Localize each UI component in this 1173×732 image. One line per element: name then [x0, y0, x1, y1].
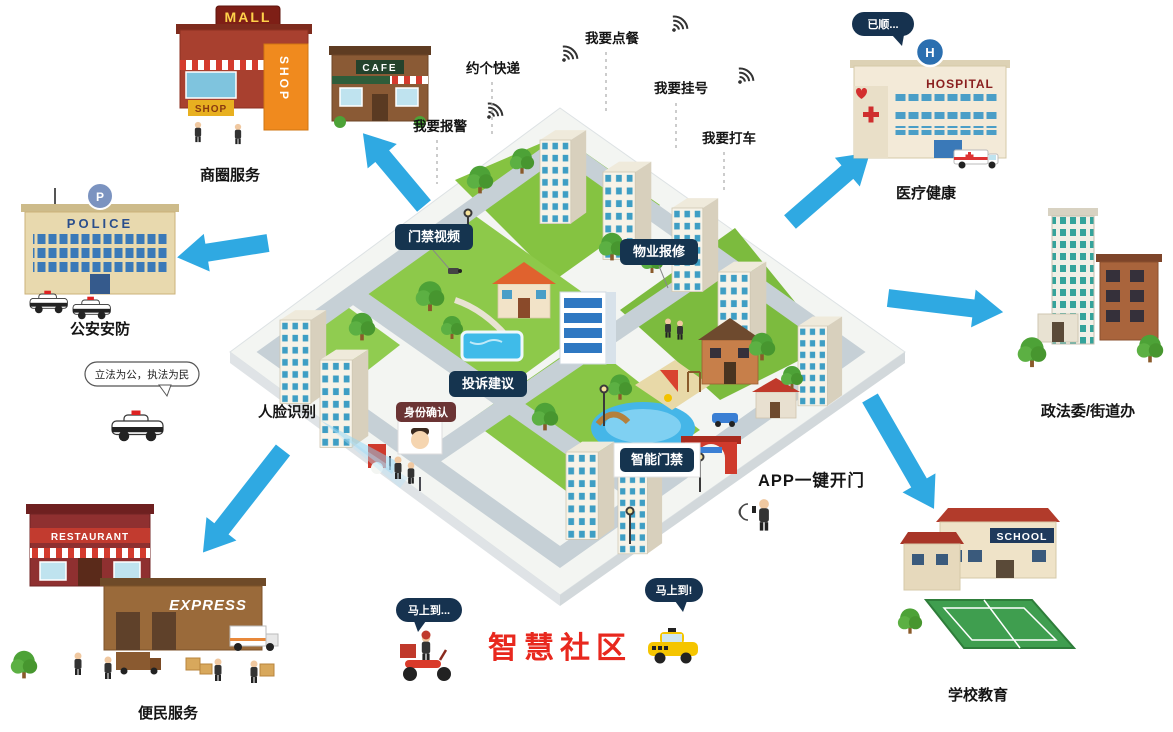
hospital-sign: HOSPITAL [926, 77, 994, 91]
worker [104, 656, 112, 679]
taxi-car [648, 628, 698, 664]
arrow-to-police [177, 233, 270, 272]
police-helipad-letter: P [96, 190, 104, 204]
express-sign: EXPRESS [169, 597, 247, 614]
label-services: 便民服务 [138, 704, 199, 722]
tag-app-open-door: APP一键开门 [758, 470, 865, 490]
tag-complaint: 投诉建议 [449, 371, 527, 397]
svg-text:马上到!: 马上到! [656, 583, 693, 597]
request-alarm: 我要报警 [413, 118, 467, 134]
arrow-to-services [202, 444, 291, 553]
svg-text:门禁视频: 门禁视频 [408, 229, 460, 244]
tag-face-recognition: 人脸识别 [258, 403, 316, 421]
cctv-camera-icon [448, 268, 462, 274]
request-food: 我要点餐 [585, 30, 639, 46]
feature-tags: 门禁视频 物业报修 投诉建议 身份确认 智能门禁 人脸识别 APP一键开门 [258, 224, 865, 490]
svg-text:智能门禁: 智能门禁 [631, 452, 683, 467]
delivery-truck-brown [116, 652, 161, 675]
label-mall: 商圈服务 [200, 166, 261, 184]
hospital: H HOSPITAL [850, 36, 1010, 169]
face-scan-beam [320, 420, 408, 488]
resident-with-phone [738, 499, 769, 531]
svg-text:投诉建议: 投诉建议 [462, 376, 515, 391]
label-school: 学校教育 [948, 686, 1008, 704]
tag-identity: 身份确认 [396, 402, 456, 455]
label-hospital: 医疗健康 [896, 184, 957, 202]
police-station: P POLICE [21, 182, 179, 320]
svg-text:已顺...: 已顺... [867, 17, 898, 31]
tag-smart-access: 智能门禁 [613, 442, 701, 478]
request-courier: 约个快递 [466, 60, 520, 76]
house-brown [698, 318, 762, 385]
delivery-scooter [400, 630, 451, 681]
tag-property-repair: 物业报修 [620, 239, 698, 265]
services-complex: RESTAURANT EXPRESS [10, 504, 279, 683]
heart-icon [856, 88, 867, 99]
svg-text:马上到...: 马上到... [408, 603, 450, 617]
patrol-police-car [111, 409, 164, 442]
tennis-court [923, 599, 1077, 649]
request-labels: 约个快递 我要点餐 我要挂号 我要打车 我要报警 [413, 12, 757, 190]
mall-sign: MALL [225, 9, 272, 25]
svg-text:立法为公，执法为民: 立法为公，执法为民 [95, 368, 190, 381]
wifi-icon [479, 99, 506, 126]
shopper [234, 123, 242, 145]
taxi-bubble: 马上到! [645, 578, 703, 612]
cafe-building: CAFE [329, 46, 431, 128]
building-blue-glass [559, 291, 616, 365]
police-sign: POLICE [67, 216, 133, 231]
community-map [229, 107, 906, 606]
house-red-roof [492, 262, 556, 319]
label-government: 政法委/街道办 [1041, 402, 1135, 420]
shopper [194, 121, 202, 143]
tag-access-video: 门禁视频 [395, 224, 473, 250]
police-car [72, 296, 111, 320]
wifi-icon [664, 12, 691, 39]
school: SCHOOL [897, 508, 1077, 649]
shop-sign: SHOP [195, 104, 227, 115]
pond [591, 402, 695, 454]
label-police: 公安安防 [70, 320, 130, 338]
car-blue [712, 413, 738, 427]
face-scan-beam [320, 420, 398, 474]
worker [74, 652, 82, 675]
arrow-to-school [862, 393, 936, 509]
police-motto-bubble: 立法为公，执法为民 [84, 361, 200, 398]
mall-complex: MALL SHOP SHOP [176, 5, 312, 145]
arrow-to-government [886, 289, 1004, 328]
scooter-bubble: 马上到... [396, 598, 462, 632]
worker [214, 658, 222, 681]
parcel-box [199, 663, 213, 675]
house-small-red [752, 378, 800, 419]
parcel-box [259, 663, 275, 677]
government-buildings [1037, 208, 1162, 345]
arrow-to-mall [362, 133, 431, 212]
worker [250, 660, 258, 683]
wifi-icon [554, 42, 581, 69]
restaurant-sign: RESTAURANT [51, 532, 129, 543]
request-taxi: 我要打车 [702, 130, 756, 146]
hospital-helipad-letter: H [925, 45, 934, 60]
parcel-box [185, 657, 201, 671]
playground [635, 360, 710, 410]
school-sign: SCHOOL [997, 531, 1048, 543]
wifi-icon [730, 64, 757, 91]
svg-text:物业报修: 物业报修 [633, 244, 686, 259]
delivery-truck-white [229, 625, 279, 651]
page-title: 智慧社区 [488, 632, 632, 665]
request-register: 我要挂号 [654, 80, 708, 96]
ambulance [953, 149, 999, 169]
cafe-sign: CAFE [362, 63, 397, 74]
connector-arrows [177, 133, 1004, 553]
hospital-reply-bubble: 已顺... [852, 12, 914, 46]
svg-text:身份确认: 身份确认 [404, 405, 449, 419]
swimming-pool [460, 330, 524, 362]
shop-sign-vertical: SHOP [277, 56, 291, 102]
arrow-to-hospital [784, 152, 870, 229]
